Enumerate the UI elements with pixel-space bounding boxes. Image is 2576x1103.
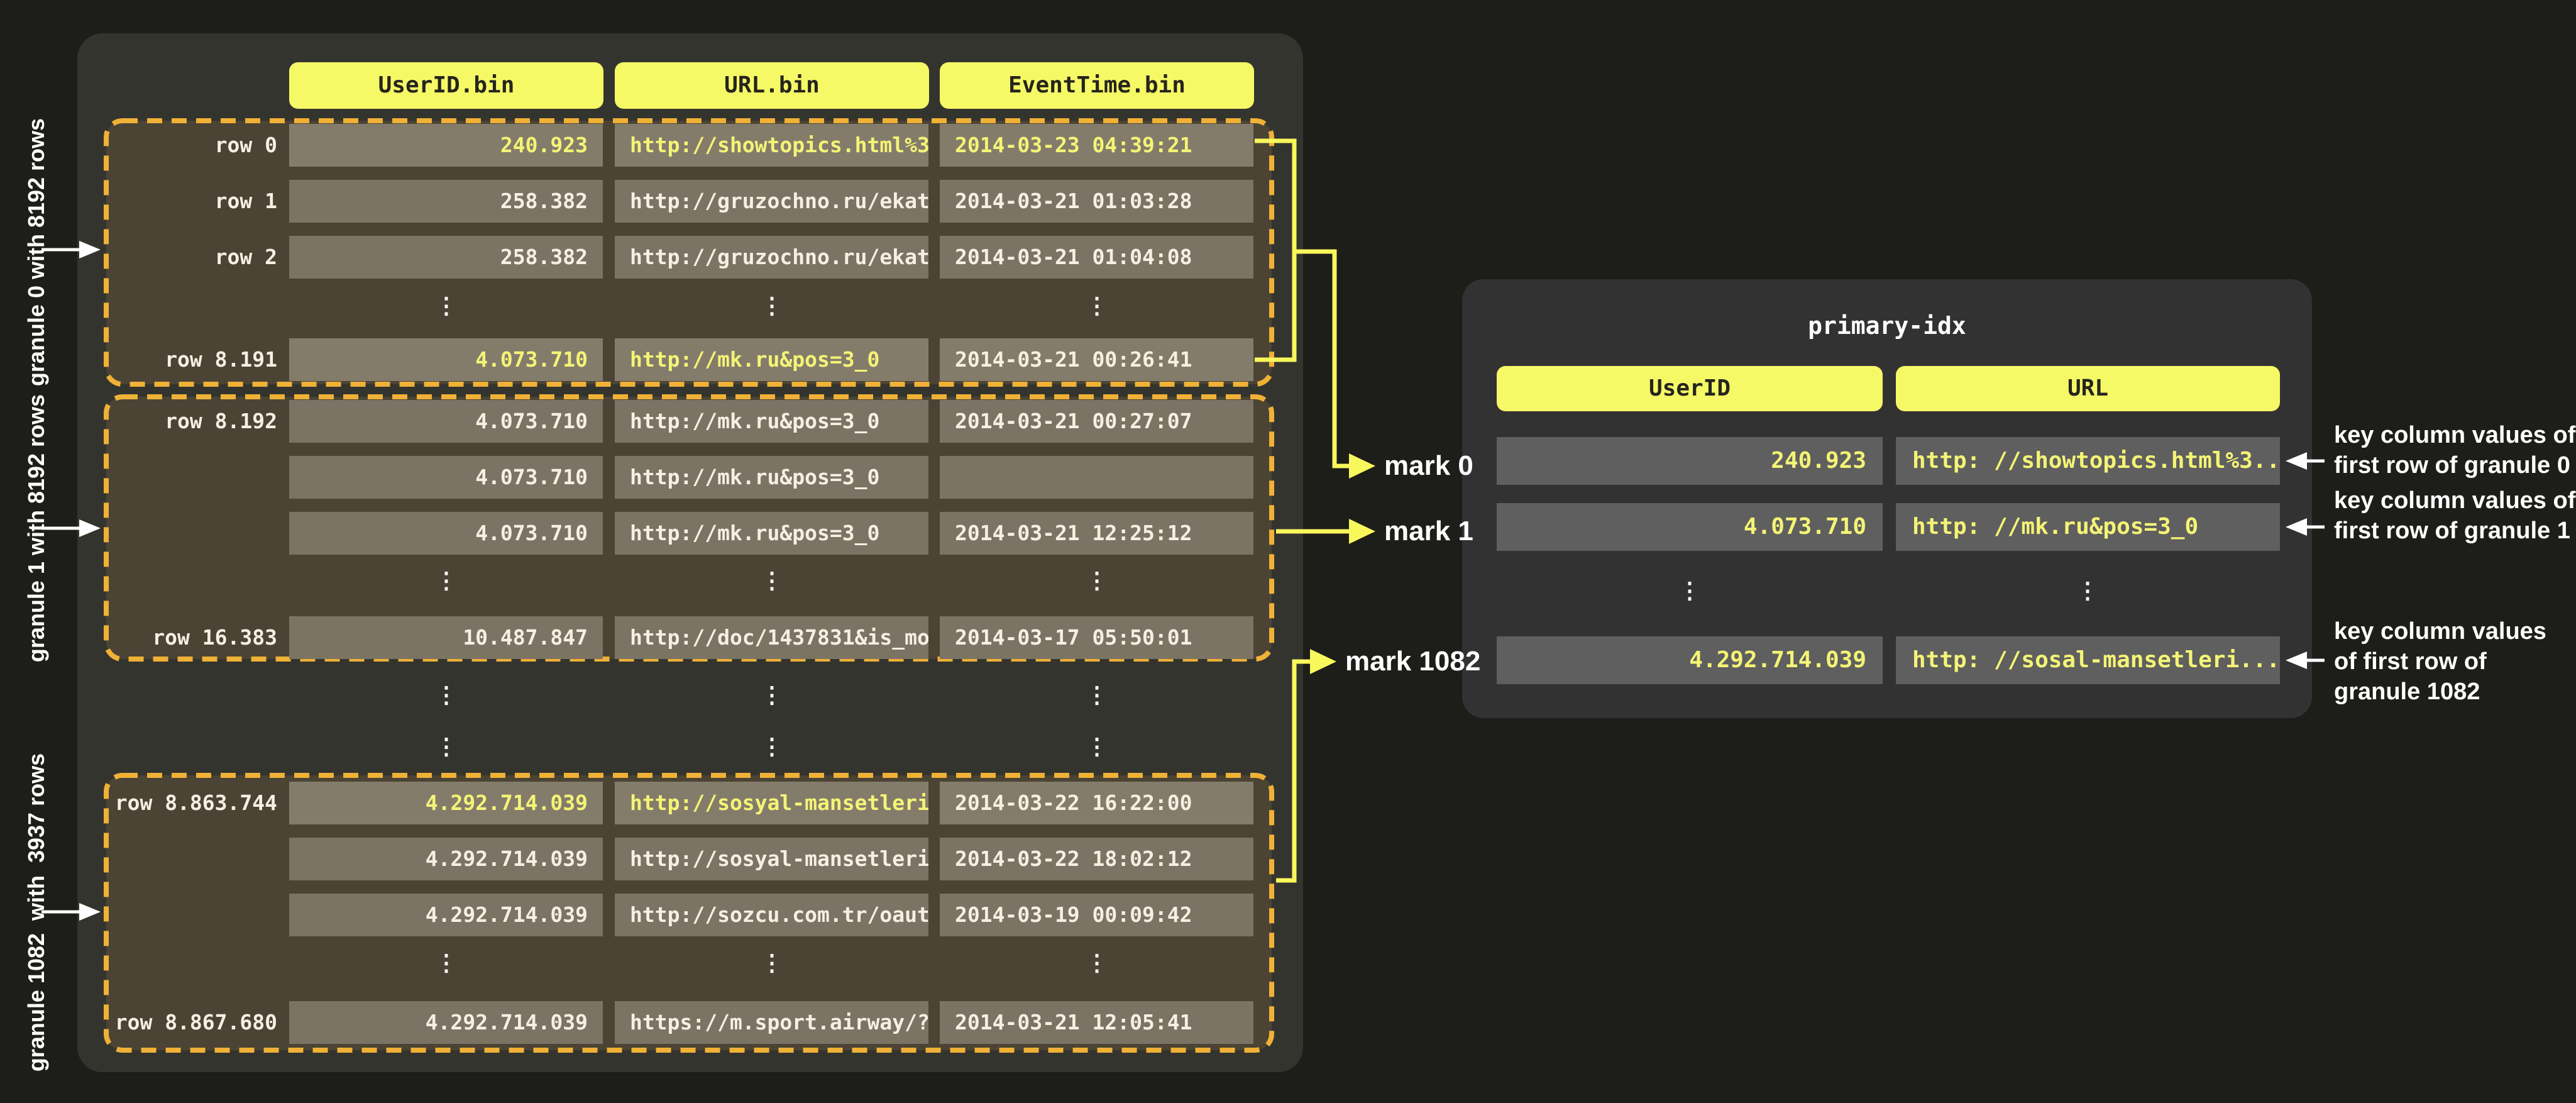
ellipsis-omitted-granules: ⋮ (1086, 682, 1108, 708)
ellipsis-rows: ⋮ (761, 568, 783, 594)
table-cell-url: http://sosyal-mansetleri... (615, 838, 928, 880)
index-cell-userid: 4.292.714.039 (1497, 636, 1883, 684)
table-cell-userid: 4.292.714.039 (289, 838, 603, 880)
ellipsis-rows: ⋮ (435, 950, 458, 976)
mark-1-label: mark 1 (1384, 516, 1473, 546)
table-cell-eventtime: 2014-03-17 05:50:01 (940, 616, 1253, 659)
table-cell-userid: 258.382 (289, 180, 603, 223)
table-cell-eventtime: 2014-03-22 18:02:12 (940, 838, 1253, 880)
granule-1082-side-label: granule 1082 with 3937 rows (23, 753, 49, 1072)
table-cell-eventtime: 2014-03-21 00:27:07 (940, 400, 1253, 443)
ellipsis-rows: ⋮ (1086, 950, 1108, 976)
table-cell-userid: 4.073.710 (289, 456, 603, 499)
table-cell-eventtime: 2014-03-19 00:09:42 (940, 894, 1253, 936)
ellipsis-rows: ⋮ (435, 568, 458, 594)
row-label: row 2 (214, 245, 277, 269)
table-cell-userid: 4.073.710 (289, 512, 603, 555)
table-cell-url: http://doc/1437831&is_mo... (615, 616, 928, 659)
annotation-line: key column values (2334, 618, 2546, 645)
table-cell-eventtime: 2014-03-21 01:04:08 (940, 236, 1253, 279)
row-label: row 0 (214, 133, 277, 157)
ellipsis-rows: ⋮ (1086, 568, 1108, 594)
table-cell-userid: 4.292.714.039 (289, 1001, 603, 1044)
row-label: row 16.383 (152, 625, 277, 650)
table-cell-url: http://mk.ru&pos=3_0 (615, 338, 928, 381)
mark-0-label: mark 0 (1384, 450, 1473, 481)
table-cell-userid: 4.292.714.039 (289, 894, 603, 936)
row-label: row 1 (214, 189, 277, 213)
table-cell-eventtime-empty (940, 456, 1253, 499)
table-cell-url: http://gruzochno.ru/ekat... (615, 180, 928, 223)
row-label: row 8.192 (165, 409, 277, 433)
primary-index-title: primary-idx (1808, 312, 1966, 340)
annotation-granule-0: key column values of first row of granul… (2334, 420, 2576, 480)
table-cell-userid: 258.382 (289, 236, 603, 279)
index-cell-url: http: //showtopics.html%3... (1896, 437, 2280, 485)
granule-1-side-label: granule 1 with 8192 rows (23, 394, 49, 663)
annotation-line: of first row of (2334, 648, 2487, 675)
ellipsis-rows: ⋮ (435, 293, 458, 319)
annotation-line: key column values of (2334, 487, 2576, 514)
annotation-line: key column values of (2334, 422, 2576, 448)
table-cell-url: http://sosyal-mansetleri... (615, 782, 928, 824)
row-label: row 8.867.680 (114, 1010, 277, 1034)
ellipsis-index-rows: ⋮ (1678, 578, 1701, 604)
table-cell-userid: 4.292.714.039 (289, 782, 603, 824)
table-cell-url: http://mk.ru&pos=3_0 (615, 456, 928, 499)
ellipsis-rows: ⋮ (1086, 293, 1108, 319)
ellipsis-omitted-granules: ⋮ (435, 682, 458, 708)
ellipsis-omitted-granules: ⋮ (761, 682, 783, 708)
table-cell-url: http://sozcu.com.tr/oaut (615, 894, 928, 936)
table-cell-url: http://showtopics.html%3... (615, 124, 928, 167)
index-cell-url: http: //sosal-mansetleri... (1896, 636, 2280, 684)
table-cell-eventtime: 2014-03-22 16:22:00 (940, 782, 1253, 824)
column-header-eventtime-bin: EventTime.bin (940, 62, 1254, 109)
granule-0-side-label: granule 0 with 8192 rows (23, 118, 49, 387)
table-cell-eventtime: 2014-03-21 01:03:28 (940, 180, 1253, 223)
index-cell-userid: 4.073.710 (1497, 503, 1883, 551)
annotation-granule-1: key column values of first row of granul… (2334, 485, 2576, 546)
annotation-line: first row of granule 0 (2334, 452, 2570, 479)
column-header-url-bin: URL.bin (615, 62, 929, 109)
mark-1082-arrowhead (1310, 649, 1336, 674)
index-cell-userid: 240.923 (1497, 437, 1883, 485)
table-cell-userid: 4.073.710 (289, 338, 603, 381)
ellipsis-omitted-granules: ⋮ (1086, 734, 1108, 760)
mark-1-arrowhead (1349, 519, 1375, 544)
table-cell-url: http://gruzochno.ru/ekat... (615, 236, 928, 279)
annotation-granule-1082: key column values of first row of granul… (2334, 616, 2576, 707)
mark-0-arrowhead (1349, 453, 1375, 479)
table-cell-url: http://mk.ru&pos=3_0 (615, 512, 928, 555)
ellipsis-rows: ⋮ (761, 293, 783, 319)
index-header-userid: UserID (1497, 366, 1883, 411)
column-header-userid-bin: UserID.bin (289, 62, 603, 109)
annotation-line: first row of granule 1 (2334, 518, 2570, 544)
ellipsis-index-rows: ⋮ (2076, 578, 2099, 604)
table-cell-url: http://mk.ru&pos=3_0 (615, 400, 928, 443)
row-label: row 8.191 (165, 347, 277, 372)
ellipsis-rows: ⋮ (761, 950, 783, 976)
table-cell-eventtime: 2014-03-21 12:25:12 (940, 512, 1253, 555)
table-cell-userid: 4.073.710 (289, 400, 603, 443)
table-cell-eventtime: 2014-03-23 04:39:21 (940, 124, 1253, 167)
table-cell-eventtime: 2014-03-21 00:26:41 (940, 338, 1253, 381)
ellipsis-omitted-granules: ⋮ (435, 734, 458, 760)
table-cell-userid: 240.923 (289, 124, 603, 167)
index-cell-url: http: //mk.ru&pos=3_0 (1896, 503, 2280, 551)
table-cell-userid: 10.487.847 (289, 616, 603, 659)
table-cell-eventtime: 2014-03-21 12:05:41 (940, 1001, 1253, 1044)
index-header-url: URL (1896, 366, 2280, 411)
row-label: row 8.863.744 (114, 790, 277, 815)
annotation-line: granule 1082 (2334, 679, 2480, 705)
table-cell-url: https://m.sport.airway/? (615, 1001, 928, 1044)
mark-1082-label: mark 1082 (1345, 646, 1481, 677)
ellipsis-omitted-granules: ⋮ (761, 734, 783, 760)
